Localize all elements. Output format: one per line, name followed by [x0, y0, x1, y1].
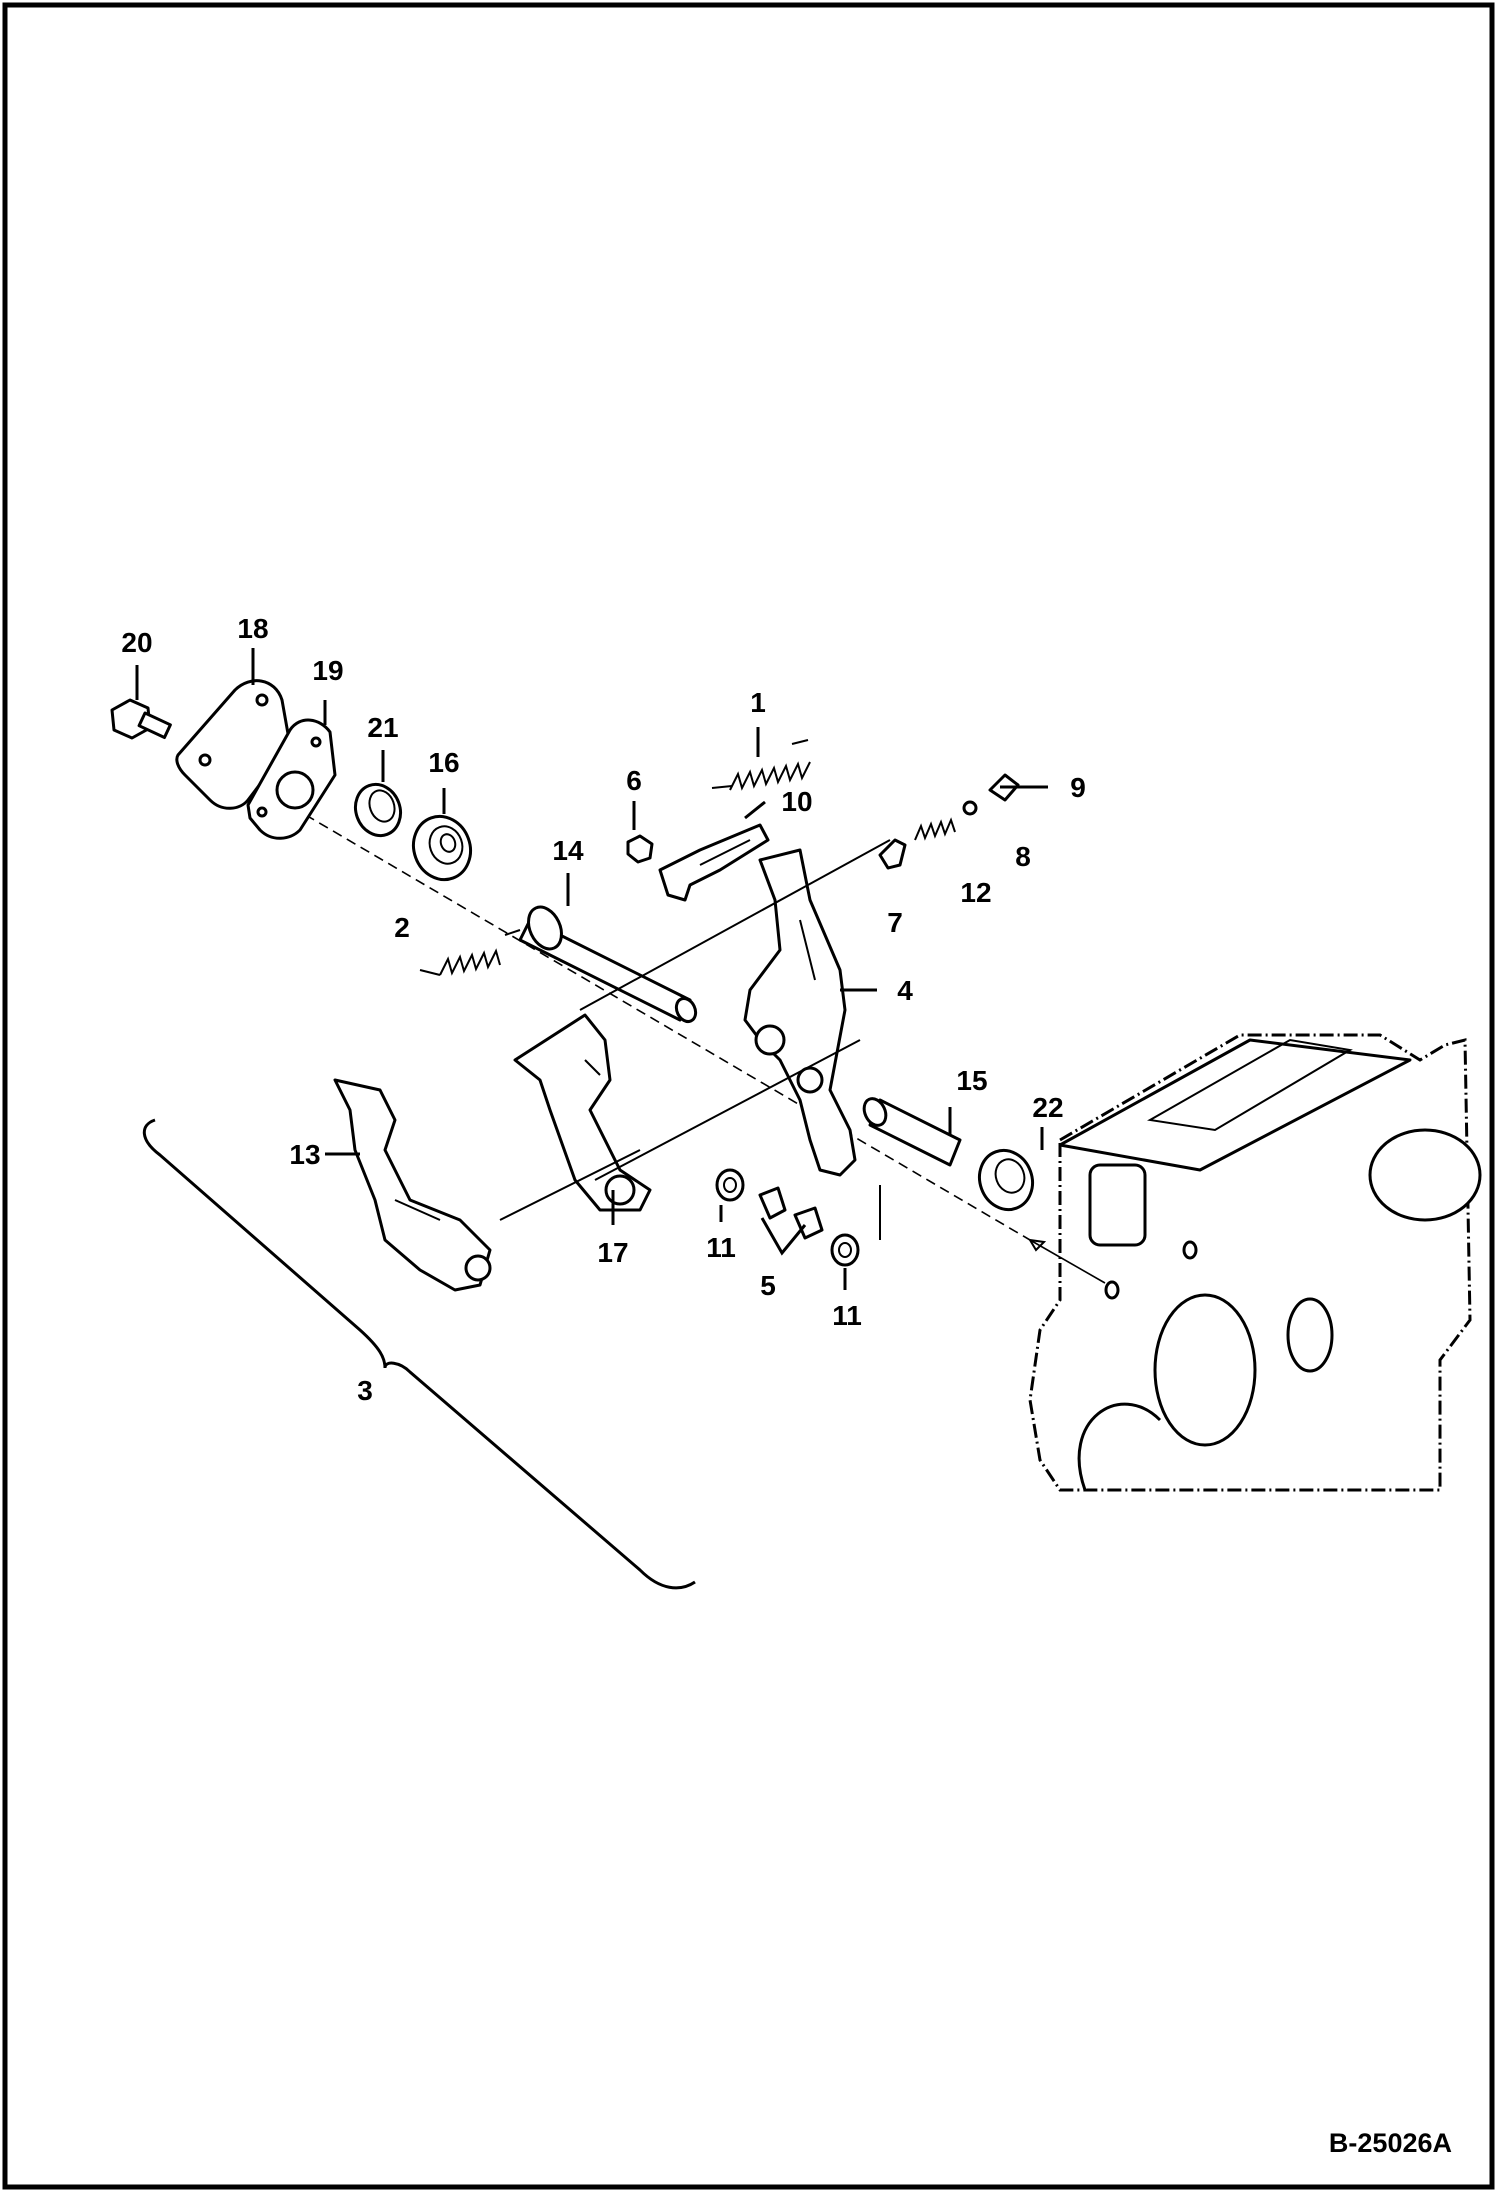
callout-6: 6: [626, 765, 642, 796]
spring-2: [419, 929, 521, 976]
shaft-14: [518, 905, 698, 1024]
callout-2: 2: [394, 912, 410, 943]
lever-17: [513, 1013, 652, 1212]
bearing-16: [412, 814, 472, 882]
callout-11-right: 11: [832, 1300, 862, 1331]
bushing-11-right: [830, 1233, 860, 1267]
nut-6: [626, 834, 654, 864]
document-id: B-25026A: [1329, 2128, 1452, 2158]
callout-3: 3: [357, 1375, 373, 1406]
seal-21: [353, 782, 403, 838]
callout-7: 7: [887, 907, 903, 938]
callout-12: 12: [960, 877, 991, 908]
bushing-11-left: [715, 1168, 745, 1202]
leader-lines: [135, 648, 1048, 1290]
callout-1: 1: [750, 687, 766, 718]
callout-20: 20: [121, 627, 152, 658]
spring-1: [711, 739, 811, 791]
callout-8: 8: [1015, 841, 1031, 872]
shaft-15: [862, 1097, 962, 1167]
callout-16: 16: [428, 747, 459, 778]
callout-4: 4: [897, 975, 913, 1006]
cover-18: [175, 679, 292, 810]
ball-8: [962, 800, 978, 816]
callout-5: 5: [760, 1270, 776, 1301]
callout-17: 17: [597, 1237, 628, 1268]
callout-9: 9: [1070, 772, 1086, 803]
cap-7: [878, 838, 907, 870]
callout-10: 10: [781, 786, 812, 817]
bearing-22: [978, 1148, 1034, 1212]
bolt-20: [110, 698, 172, 740]
callout-labels: 20 18 19 21 16 14 1 6 10 9 8 12 7 4 2 15…: [121, 613, 1085, 1406]
spring-12: [914, 817, 956, 841]
callout-14: 14: [552, 835, 584, 866]
plate-10: [658, 823, 770, 902]
callout-15: 15: [956, 1065, 987, 1096]
lever-4: [743, 848, 857, 1177]
callout-11-left: 11: [706, 1232, 736, 1263]
engine-block: [1028, 1033, 1482, 1492]
shaft-axis: [194, 749, 1031, 1241]
callout-21: 21: [367, 712, 398, 743]
lever-13: [333, 1078, 492, 1292]
callout-18: 18: [237, 613, 268, 644]
bracket-3: [142, 1118, 696, 1590]
callout-13: 13: [289, 1139, 320, 1170]
callout-22: 22: [1032, 1092, 1063, 1123]
callout-19: 19: [312, 655, 343, 686]
